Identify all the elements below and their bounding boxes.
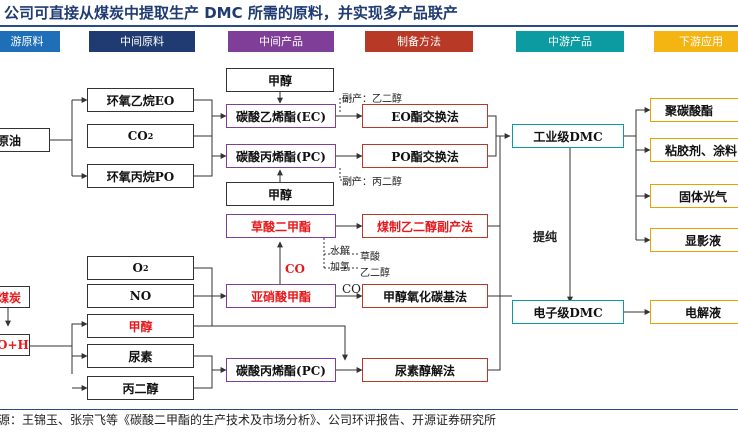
polycarbonate-label: 聚碳酸酯 bbox=[665, 103, 714, 118]
methyl-nitrite-label: 亚硝酸甲酯 bbox=[250, 289, 311, 304]
polycarbonate-box: 聚碳酸酯 bbox=[650, 98, 738, 122]
syngas-subscript: 2 bbox=[29, 340, 30, 350]
solid-phosgene-box: 固体光气 bbox=[650, 184, 738, 208]
methanol-top-box: 甲醇 bbox=[226, 68, 334, 92]
propylene-carbonate-low-box: 碳酸丙烯酯(PC) bbox=[226, 358, 336, 382]
purify-label: 提纯 bbox=[533, 230, 558, 244]
urea-box: 尿素 bbox=[87, 344, 194, 368]
coal-box: 煤炭 bbox=[0, 286, 30, 308]
crude-oil-box: 原油 bbox=[0, 128, 50, 152]
column-header-midstream: 中游产品 bbox=[516, 31, 624, 52]
eo-exchange-method-box: EO酯交换法 bbox=[362, 104, 488, 128]
co-red-label: CO bbox=[285, 262, 306, 276]
co2-label: CO bbox=[127, 129, 148, 143]
methyl-nitrite-box: 亚硝酸甲酯 bbox=[226, 284, 336, 308]
methanol-oxidative-carbonylation-box: 甲醇氧化碳基法 bbox=[362, 284, 488, 308]
no-box: NO bbox=[87, 284, 194, 308]
electronic-dmc-label: 电子级DMC bbox=[533, 305, 603, 320]
industrial-dmc-box: 工业级DMC bbox=[512, 124, 624, 148]
propylene-carbonate-low-label: 碳酸丙烯酯(PC) bbox=[236, 363, 326, 378]
po-exchange-label: PO酯交换法 bbox=[391, 149, 459, 164]
co2-subscript: 2 bbox=[147, 131, 154, 141]
coal-label: 煤炭 bbox=[0, 290, 22, 305]
methanol-mid-label: 甲醇 bbox=[267, 187, 292, 202]
developer-box: 显影液 bbox=[650, 228, 738, 252]
propylene-oxide-label: 环氧丙烷PO bbox=[106, 169, 175, 184]
column-header-intermediate-products: 中间产品 bbox=[228, 31, 334, 52]
coal-glycol-byproduct-label: 煤制乙二醇副产法 bbox=[376, 219, 473, 234]
hydrolysis-label: 水解 bbox=[330, 246, 350, 257]
urea-alcoholysis-method-box: 尿素醇解法 bbox=[362, 358, 488, 382]
column-header-downstream: 下游应用 bbox=[654, 31, 738, 52]
adhesive-coating-box: 粘胶剂、涂料 bbox=[650, 138, 738, 162]
methanol-oxidative-carbonylation-label: 甲醇氧化碳基法 bbox=[382, 289, 467, 304]
coal-glycol-byproduct-method-box: 煤制乙二醇副产法 bbox=[362, 214, 488, 238]
ethylene-glycol-label: 乙二醇 bbox=[360, 268, 390, 279]
propylene-glycol-label: 丙二醇 bbox=[122, 381, 159, 396]
dimethyl-oxalate-label: 草酸二甲酯 bbox=[250, 219, 311, 234]
electronic-dmc-box: 电子级DMC bbox=[512, 300, 624, 324]
source-divider bbox=[0, 409, 738, 410]
urea-alcoholysis-label: 尿素醇解法 bbox=[394, 363, 455, 378]
propylene-carbonate-box: 碳酸丙烯酯(PC) bbox=[226, 144, 336, 168]
po-exchange-method-box: PO酯交换法 bbox=[362, 144, 488, 168]
eo-exchange-label: EO酯交换法 bbox=[391, 109, 459, 124]
ethylene-carbonate-box: 碳酸乙烯酯(EC) bbox=[226, 104, 336, 128]
o2-subscript: 2 bbox=[142, 263, 149, 273]
syngas-box: O+H2 bbox=[0, 334, 30, 356]
methanol-top-label: 甲醇 bbox=[267, 73, 292, 88]
propylene-oxide-box: 环氧丙烷PO bbox=[87, 164, 194, 188]
electrolyte-label: 电解液 bbox=[685, 305, 722, 320]
o2-label: O bbox=[132, 261, 143, 275]
methanol-material-box: 甲醇 bbox=[87, 314, 194, 338]
column-header-intermediate-materials: 中间原料 bbox=[89, 31, 195, 52]
page-title: 公司可直接从煤炭中提取生产 DMC 所需的原料，并实现多产品联产 bbox=[4, 4, 458, 22]
syngas-label: O+H bbox=[0, 338, 29, 352]
crude-oil-label: 原油 bbox=[0, 133, 22, 148]
methanol-mid-box: 甲醇 bbox=[226, 182, 334, 206]
title-divider bbox=[0, 25, 738, 27]
ethylene-carbonate-label: 碳酸乙烯酯(EC) bbox=[235, 109, 327, 124]
methanol-material-label: 甲醇 bbox=[128, 319, 153, 334]
dimethyl-oxalate-box: 草酸二甲酯 bbox=[226, 214, 336, 238]
source-note: 源：王锦玉、张宗飞等《碳酸二甲酯的生产技术及市场分析》、公司环评报告、开源证券研… bbox=[0, 413, 497, 427]
developer-label: 显影液 bbox=[685, 233, 722, 248]
column-header-methods: 制备方法 bbox=[365, 31, 473, 52]
byproduct-propylene-glycol-label: 副产：丙二醇 bbox=[342, 177, 402, 188]
column-header-upstream: 游原料 bbox=[0, 31, 60, 52]
oxalic-acid-label: 草酸 bbox=[360, 252, 380, 263]
industrial-dmc-label: 工业级DMC bbox=[533, 129, 603, 144]
urea-label: 尿素 bbox=[128, 349, 153, 364]
electrolyte-box: 电解液 bbox=[650, 300, 738, 324]
ethylene-oxide-label: 环氧乙烷EO bbox=[106, 93, 175, 108]
solid-phosgene-label: 固体光气 bbox=[679, 189, 728, 204]
byproduct-ethylene-glycol-label: 副产：乙二醇 bbox=[342, 94, 402, 105]
ethylene-oxide-box: 环氧乙烷EO bbox=[87, 88, 194, 112]
propylene-glycol-box: 丙二醇 bbox=[87, 376, 194, 400]
no-label: NO bbox=[129, 289, 152, 303]
hydrogenation-label: 加氢 bbox=[330, 262, 350, 273]
propylene-carbonate-label: 碳酸丙烯酯(PC) bbox=[236, 149, 326, 164]
co-feed-label: CO bbox=[342, 282, 362, 296]
adhesive-coating-label: 粘胶剂、涂料 bbox=[665, 143, 738, 158]
